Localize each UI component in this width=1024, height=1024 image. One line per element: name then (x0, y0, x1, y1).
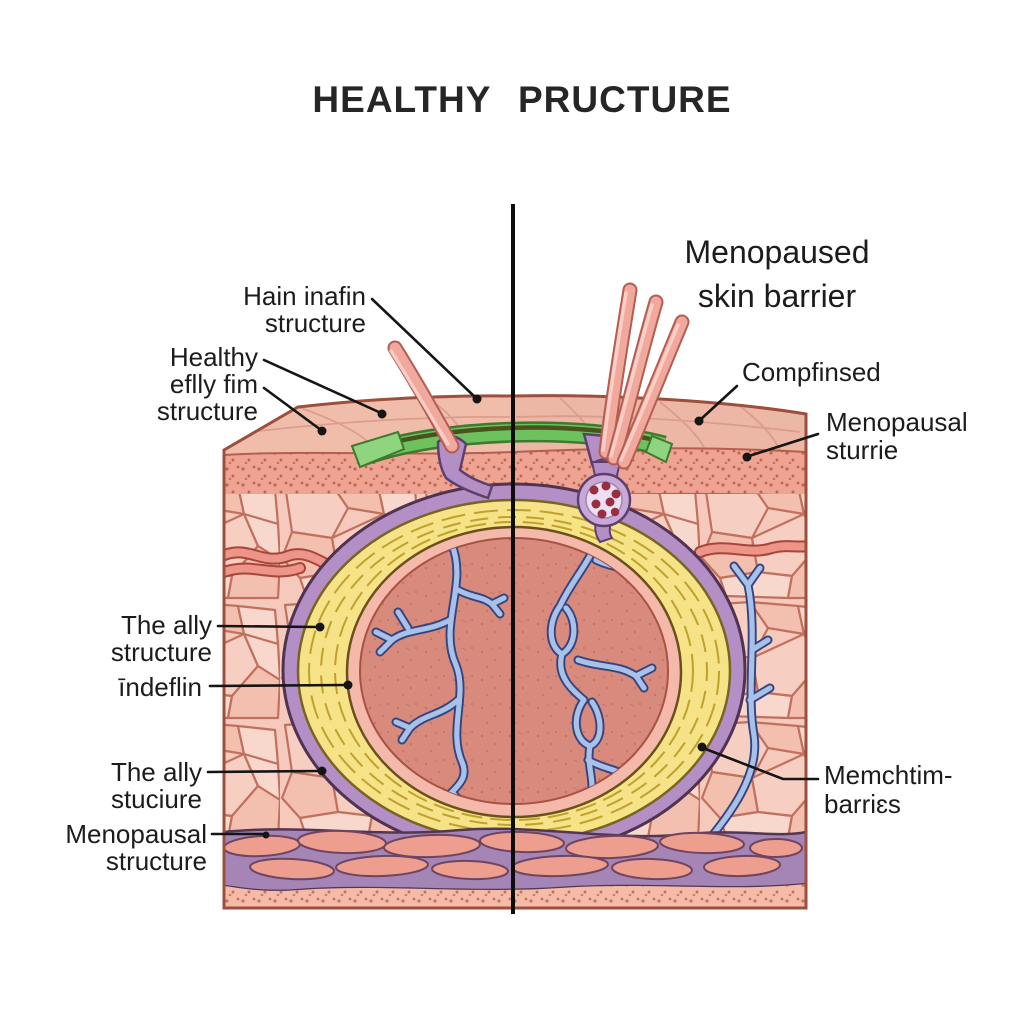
svg-text:Hain inafin: Hain inafin (243, 281, 366, 311)
svg-text:structure: structure (265, 308, 366, 338)
svg-text:structure: structure (157, 396, 258, 426)
svg-text:The ally: The ally (121, 610, 212, 640)
svg-text:Healthy: Healthy (170, 342, 258, 372)
surface-vessel-red-right (694, 540, 806, 558)
svg-text:The ally: The ally (111, 757, 202, 787)
block-outline (222, 394, 808, 910)
label-hair-shaft: Hain inafin structure (243, 281, 366, 338)
label-compressed: Compfinsed (742, 357, 881, 387)
leader-lines (206, 297, 820, 839)
diagram-title: HEALTHY PRUCTURE (312, 79, 731, 120)
svg-text:stuciure: stuciure (111, 784, 202, 814)
svg-text:Memchtim-: Memchtim- (824, 760, 953, 790)
label-healthy-film: Healthy eflly fim structure (157, 342, 258, 426)
right-heading-line2: skin barrier (698, 278, 857, 314)
muscle-cells (224, 829, 803, 881)
hair-shafts (387, 282, 690, 470)
leader-ally-upper (216, 624, 320, 629)
svg-text:Menopausal: Menopausal (65, 819, 207, 849)
label-menopausal-deep: Menopausal structure (65, 819, 207, 876)
leader-compressed (698, 384, 739, 422)
leader-ally-lower (206, 769, 322, 774)
leader-inner (208, 683, 348, 688)
svg-text:structure: structure (106, 846, 207, 876)
leader-hair-shaft (370, 297, 478, 400)
deep-vessel-blue (697, 561, 775, 853)
right-heading: Menopaused skin barrier (684, 234, 869, 314)
svg-text:Menopausal: Menopausal (826, 407, 968, 437)
sebaceous-bulb (576, 472, 632, 528)
leader-meno-surface (747, 432, 820, 458)
surface-vessel-red-left (224, 546, 336, 578)
label-ally-upper: The ally structure (111, 610, 212, 667)
svg-text:structure: structure (111, 637, 212, 667)
svg-text:sturrie: sturrie (826, 435, 898, 465)
bulb-dots (589, 481, 621, 519)
leader-film-b (262, 386, 323, 432)
svg-text:īndeflin: īndeflin (118, 672, 202, 702)
leader-membrane (701, 746, 820, 781)
leader-film-a (262, 358, 383, 415)
label-inner-core: īndeflin (118, 672, 202, 702)
label-ally-lower: The ally stuciure (111, 757, 202, 814)
label-membrane-barrier: Memchtim- barriɛs (824, 760, 953, 819)
label-menopausal-surface: Menopausal sturrie (826, 407, 968, 465)
right-heading-line1: Menopaused (684, 234, 869, 270)
svg-text:eflly fim: eflly fim (170, 369, 258, 399)
svg-text:barriɛs: barriɛs (824, 789, 901, 819)
svg-text:Compfinsed: Compfinsed (742, 357, 881, 387)
